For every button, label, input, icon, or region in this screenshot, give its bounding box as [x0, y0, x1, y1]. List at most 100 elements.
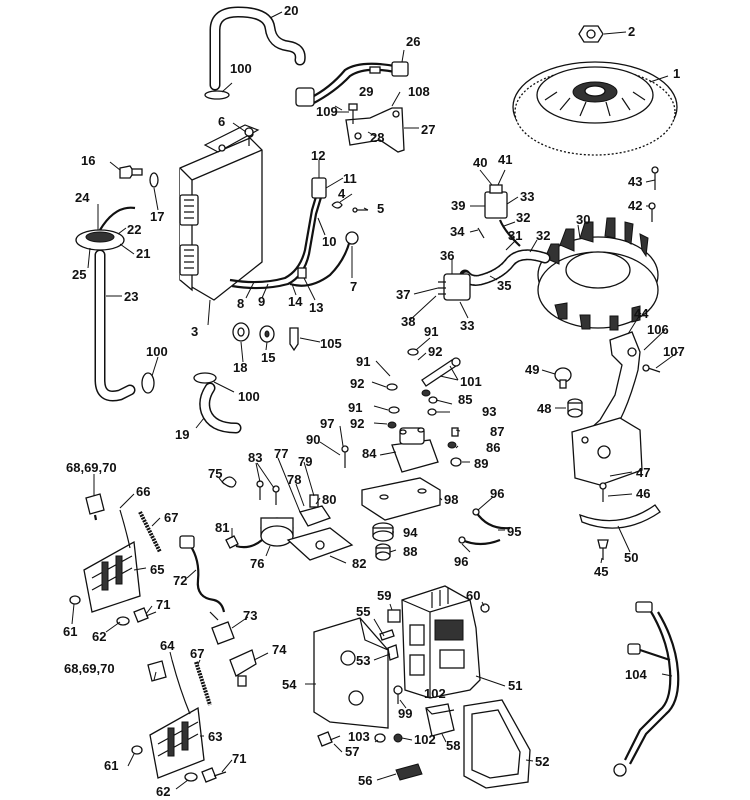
label-91b: 91 — [356, 354, 370, 369]
tube-23 — [94, 249, 136, 402]
relay-59 — [387, 609, 401, 623]
screw-83 — [256, 480, 280, 505]
cap-73 — [209, 611, 235, 645]
bracket-98 — [361, 477, 441, 521]
label-44: 44 — [634, 306, 649, 321]
label-101: 101 — [460, 374, 482, 389]
screw-107 — [642, 364, 661, 373]
label-72: 72 — [173, 573, 187, 588]
label-26: 26 — [406, 34, 420, 49]
gasket-52 — [463, 699, 531, 789]
label-52: 52 — [535, 754, 549, 769]
label-100-top: 100 — [230, 61, 252, 76]
bushing-15 — [259, 325, 275, 343]
label-49: 49 — [525, 362, 539, 377]
lead-64 — [171, 659, 191, 715]
label-95: 95 — [507, 524, 521, 539]
label-94: 94 — [403, 525, 418, 540]
label-77: 77 — [274, 446, 288, 461]
ecu-module — [179, 124, 263, 301]
label-35: 35 — [497, 278, 511, 293]
bolt-101 — [421, 357, 461, 387]
stator-30 — [537, 217, 659, 331]
label-3: 3 — [191, 324, 198, 339]
cover-54 — [313, 617, 389, 729]
label-2: 2 — [628, 24, 635, 39]
label-24: 24 — [75, 190, 90, 205]
label-73: 73 — [243, 608, 257, 623]
screw-5 — [352, 207, 368, 213]
label-29: 29 — [359, 84, 373, 99]
label-90: 90 — [306, 432, 320, 447]
label-1: 1 — [673, 66, 680, 81]
label-42: 42 — [628, 198, 642, 213]
washer-61-lower — [131, 745, 143, 755]
label-86: 86 — [486, 440, 500, 455]
label-30: 30 — [576, 212, 590, 227]
label-54: 54 — [282, 677, 297, 692]
label-15: 15 — [261, 350, 275, 365]
label-83: 83 — [248, 450, 262, 465]
label-40: 40 — [473, 155, 487, 170]
label-8: 8 — [237, 296, 244, 311]
flywheel — [512, 61, 678, 156]
screw-6 — [244, 127, 254, 146]
lead-66 — [119, 509, 131, 549]
label-17: 17 — [150, 209, 164, 224]
label-55: 55 — [356, 604, 370, 619]
mounting-bracket-27 — [345, 107, 405, 153]
pickup-assembly — [75, 206, 136, 251]
label-79: 79 — [298, 454, 312, 469]
label-32a: 32 — [516, 210, 530, 225]
label-85: 85 — [458, 392, 472, 407]
label-50: 50 — [624, 550, 638, 565]
label-9: 9 — [258, 294, 265, 309]
label-6: 6 — [218, 114, 225, 129]
flywheel-nut — [578, 25, 604, 43]
fuse-block-51 — [401, 585, 481, 699]
hose-19 — [193, 372, 242, 434]
label-81: 81 — [215, 520, 229, 535]
label-47: 47 — [636, 465, 650, 480]
leader-lines — [71, 11, 679, 790]
washer-17 — [149, 172, 159, 188]
screw-42 — [648, 202, 656, 222]
screw-71-upper — [133, 607, 157, 623]
label-67-upper: 67 — [164, 510, 178, 525]
sensor-plate — [571, 417, 643, 486]
label-87: 87 — [490, 424, 504, 439]
label-78: 78 — [287, 472, 301, 487]
callout-labels: 1 2 3 4 5 6 7 8 9 10 11 12 13 14 15 16 1… — [63, 3, 685, 799]
washer-stack — [386, 348, 438, 429]
hose-clamp-top — [204, 90, 230, 100]
label-57: 57 — [345, 744, 359, 759]
module-63 — [149, 706, 205, 779]
coil-76 — [235, 517, 294, 549]
label-84: 84 — [362, 446, 377, 461]
spring-67-upper — [138, 511, 162, 553]
screw-43 — [651, 166, 659, 190]
lead-wire-95 — [458, 508, 511, 546]
label-59: 59 — [377, 588, 391, 603]
label-18: 18 — [233, 360, 247, 375]
label-48: 48 — [537, 401, 551, 416]
harness-104 — [613, 601, 680, 777]
label-53: 53 — [356, 653, 370, 668]
washer-62-upper — [116, 616, 130, 626]
label-4: 4 — [338, 186, 346, 201]
label-23: 23 — [124, 289, 138, 304]
label-88: 88 — [403, 544, 417, 559]
washer-62-lower — [184, 772, 198, 782]
label-46: 46 — [636, 486, 650, 501]
label-93: 93 — [482, 404, 496, 419]
label-91c: 91 — [348, 400, 362, 415]
screw-71-lower — [201, 767, 227, 783]
bushing-48 — [567, 398, 583, 418]
relay-84 — [391, 427, 439, 473]
label-37: 37 — [396, 287, 410, 302]
clamp-75 — [221, 476, 237, 488]
clip-53 — [387, 644, 399, 661]
label-60: 60 — [466, 588, 480, 603]
